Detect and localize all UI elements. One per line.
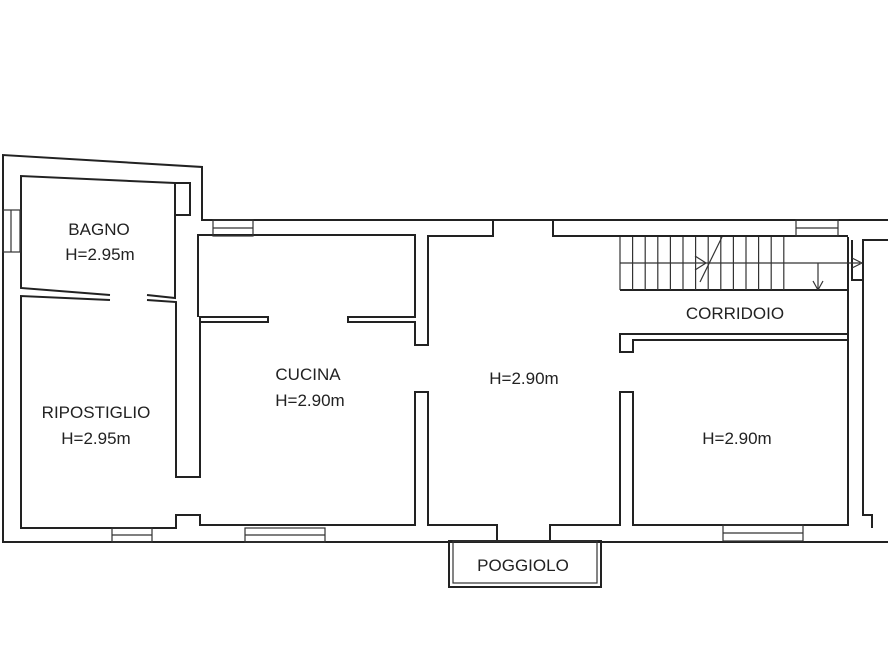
down-arrow bbox=[817, 280, 824, 291]
room-height-ripostiglio: H=2.95m bbox=[61, 429, 130, 448]
down-arrow bbox=[812, 280, 819, 291]
poggiolo-balcony bbox=[448, 540, 602, 588]
arrow-head bbox=[851, 257, 863, 264]
room-height-cucina: H=2.90m bbox=[275, 391, 344, 410]
room-name-ripostiglio: RIPOSTIGLIO bbox=[42, 403, 151, 422]
arrow-head bbox=[694, 262, 707, 271]
room-name-poggiolo: POGGIOLO bbox=[477, 556, 569, 575]
room-height-soggiorno: H=2.90m bbox=[489, 369, 558, 388]
room-name-corridoio: CORRIDOIO bbox=[686, 304, 784, 323]
stair-break-line bbox=[699, 236, 723, 283]
arrow-head bbox=[694, 255, 707, 264]
outer-walls bbox=[1, 153, 888, 543]
staircase bbox=[619, 236, 863, 291]
arrow-head bbox=[851, 262, 863, 269]
room-name-bagno: BAGNO bbox=[68, 220, 129, 239]
room-height-camera: H=2.90m bbox=[702, 429, 771, 448]
windows bbox=[2, 209, 839, 543]
room-name-cucina: CUCINA bbox=[275, 365, 341, 384]
room-height-bagno: H=2.95m bbox=[65, 245, 134, 264]
